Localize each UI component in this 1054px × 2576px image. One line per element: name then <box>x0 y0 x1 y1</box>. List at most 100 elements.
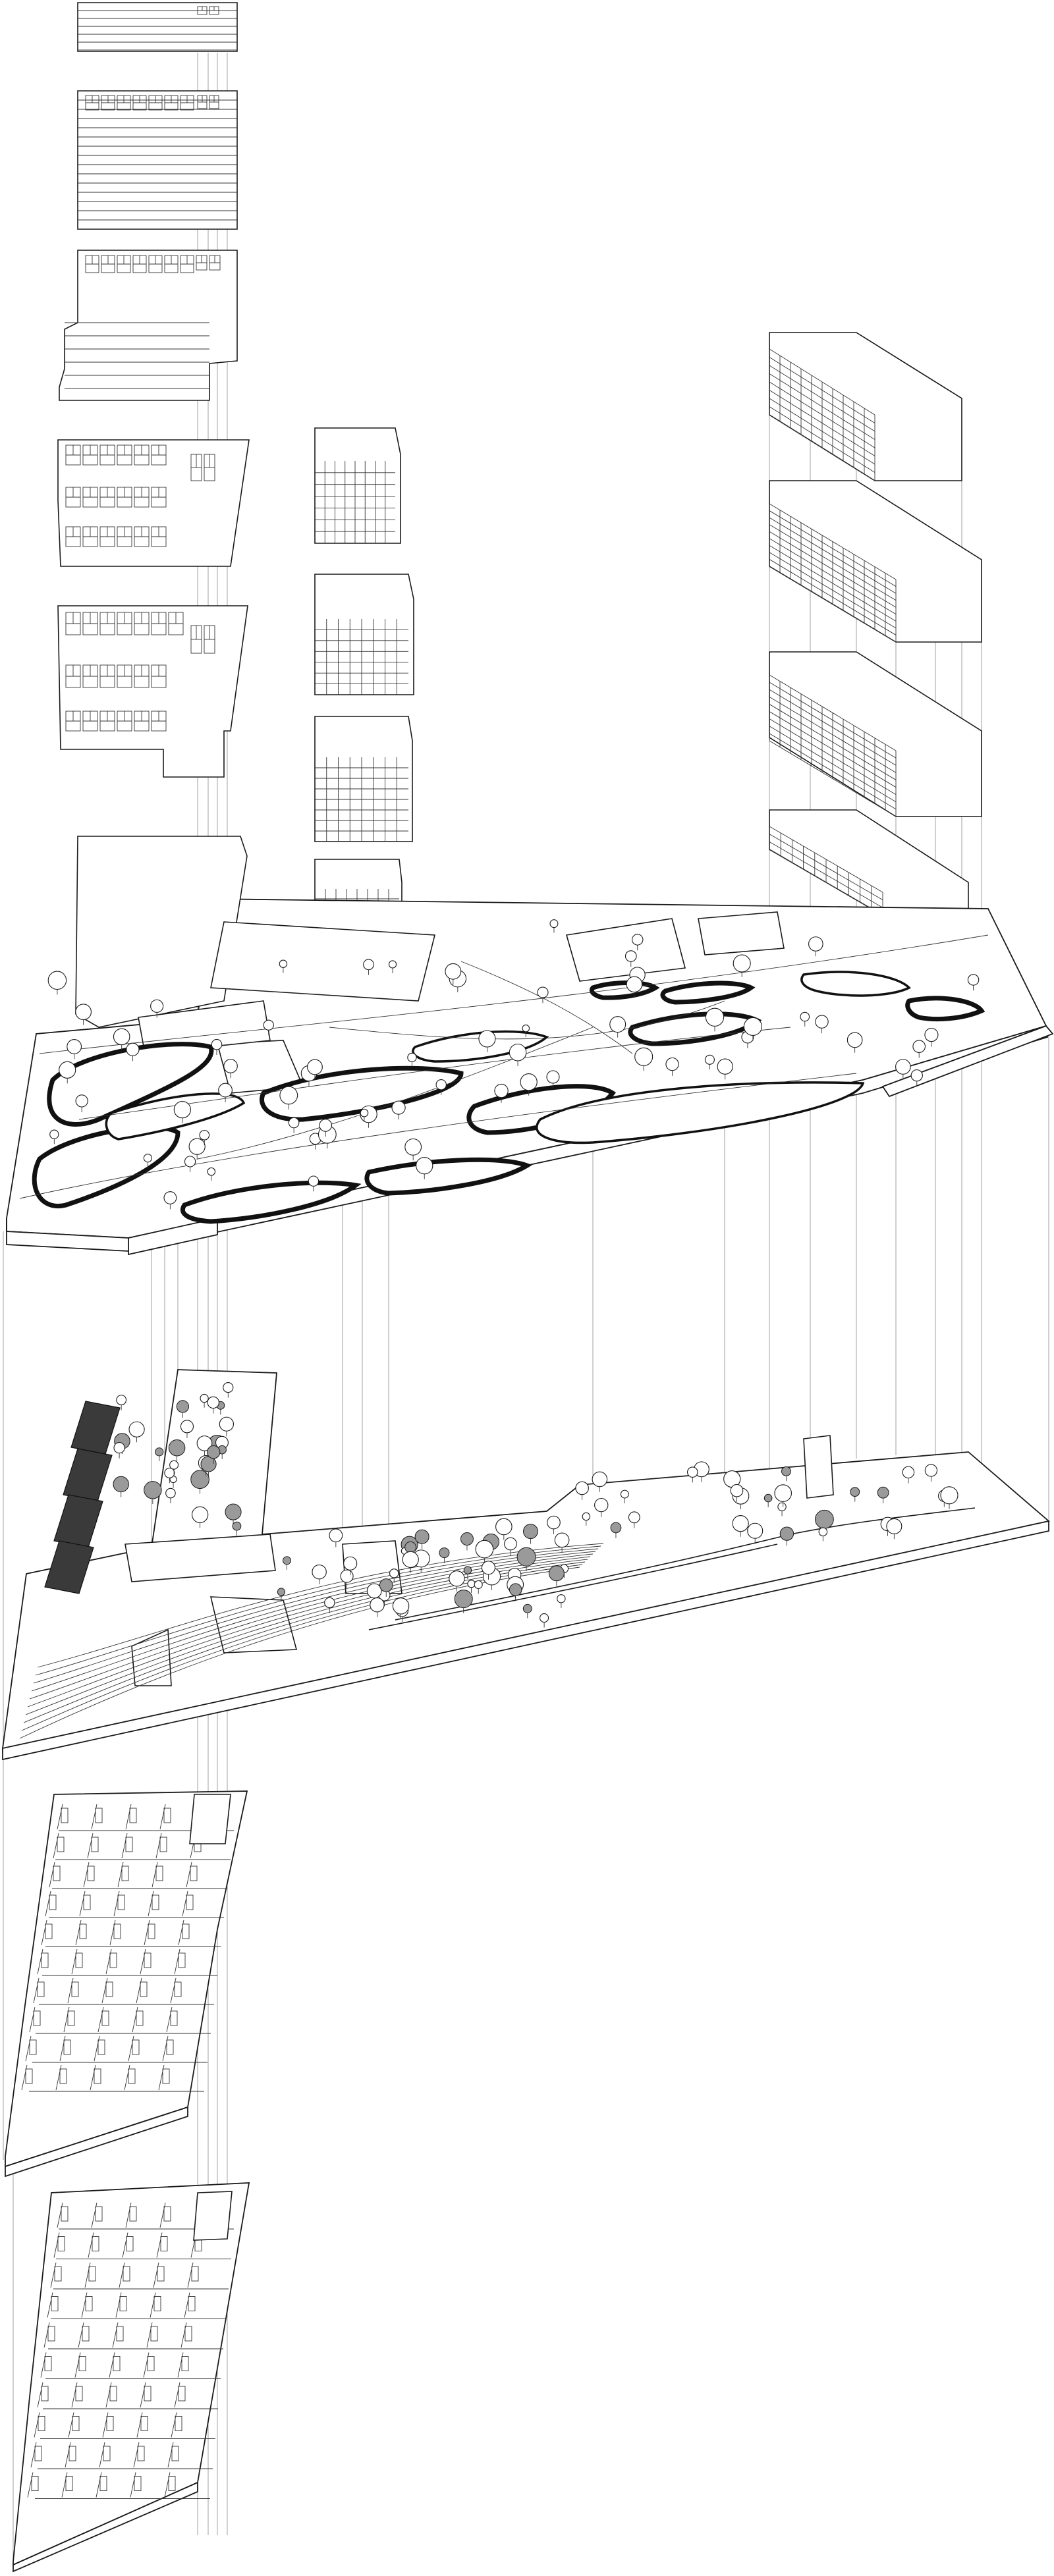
tree <box>449 1570 465 1587</box>
parked-car <box>97 2039 105 2055</box>
facade-floor <box>769 357 875 423</box>
tree <box>128 1421 145 1437</box>
tree <box>460 1532 474 1546</box>
tree <box>717 1058 733 1075</box>
tree <box>730 1484 744 1497</box>
parked-car <box>174 1981 182 1997</box>
parked-car <box>33 2010 41 2026</box>
tree <box>743 1017 762 1036</box>
parked-car <box>95 1808 103 1823</box>
parked-car <box>148 1923 155 1939</box>
parked-car <box>71 1981 79 1997</box>
tree <box>164 1467 175 1478</box>
tree <box>279 959 288 969</box>
parked-car <box>163 2206 171 2222</box>
parked-car <box>186 1894 194 1910</box>
facade-floor <box>769 566 897 643</box>
deck-void-opening <box>180 1180 362 1224</box>
ramp-line <box>37 1543 604 1668</box>
parked-car <box>44 2356 52 2371</box>
tree <box>144 1481 162 1499</box>
tree <box>850 1487 860 1497</box>
parked-car <box>41 1952 49 1968</box>
ground-plaza <box>2 1369 1050 1761</box>
facade-floor <box>769 682 897 759</box>
parked-car <box>166 2039 174 2055</box>
solar-panels <box>44 1401 121 1594</box>
tree <box>49 1129 59 1139</box>
tree <box>143 1154 153 1163</box>
ground-long-pavilion <box>125 1534 276 1582</box>
parked-car <box>61 1808 69 1823</box>
parked-car <box>94 2068 101 2084</box>
tree <box>308 1175 319 1187</box>
deck-pavilion-right <box>565 918 686 982</box>
facade-floor <box>769 740 897 817</box>
tree <box>391 1100 406 1115</box>
tree <box>626 976 643 993</box>
parked-car <box>45 1923 53 1939</box>
deck-void-opening <box>105 1092 246 1140</box>
tree <box>924 1464 938 1477</box>
parked-car <box>178 2386 186 2402</box>
facade-floor <box>769 689 897 766</box>
parked-car <box>103 2446 111 2461</box>
tree <box>223 1059 238 1073</box>
tree <box>67 1039 82 1054</box>
facade-floor <box>769 524 897 601</box>
tree <box>211 1038 223 1050</box>
tower-b-mid-block-2 <box>314 716 413 842</box>
tree <box>494 1083 509 1098</box>
ground-trees <box>113 1382 958 1628</box>
parked-car <box>121 1865 129 1881</box>
tree <box>454 1590 473 1609</box>
deck-void-opening <box>260 1065 464 1122</box>
tree <box>169 1460 179 1470</box>
tower-c-block-4 <box>769 809 969 916</box>
tree <box>392 1597 410 1615</box>
parked-car <box>137 2446 145 2461</box>
tree <box>75 1004 92 1021</box>
facade-floor <box>769 711 897 788</box>
park-deck-paths <box>19 934 989 1199</box>
parked-car <box>105 1981 113 1997</box>
parked-car <box>69 2446 76 2461</box>
parked-car <box>51 2296 59 2311</box>
facade-floor <box>769 841 883 908</box>
tree <box>207 1445 221 1459</box>
tree <box>475 1540 494 1559</box>
parked-car <box>75 2386 83 2402</box>
tree <box>902 1466 915 1479</box>
tree <box>886 1518 902 1534</box>
tree <box>481 1561 496 1575</box>
tower-a-roof-stack <box>77 2 238 52</box>
tree <box>777 1502 787 1512</box>
deck-path <box>39 934 989 1054</box>
facade-floor <box>769 373 875 440</box>
ground-pavilion-center <box>209 1596 298 1653</box>
parked-car <box>53 1865 61 1881</box>
tree <box>200 1393 209 1403</box>
tree <box>113 1476 129 1493</box>
tree <box>732 1515 749 1532</box>
deck-void-opening <box>536 1081 865 1144</box>
parked-car <box>49 1894 57 1910</box>
tree <box>263 1019 274 1031</box>
tree <box>279 1086 298 1105</box>
tree <box>463 1566 472 1574</box>
tree <box>554 1532 570 1548</box>
tree <box>324 1597 335 1609</box>
tree <box>47 971 67 990</box>
deck-long-pavilion <box>138 1000 271 1054</box>
parked-car <box>190 1865 198 1881</box>
tree <box>474 1580 483 1590</box>
tree <box>895 1059 911 1075</box>
tree <box>207 1396 219 1409</box>
tree <box>800 1011 810 1022</box>
tree <box>540 1613 549 1623</box>
tree <box>414 1529 430 1544</box>
parked-car <box>160 2236 168 2251</box>
parked-car <box>152 1894 159 1910</box>
tower-a-l-plan-upper <box>57 439 250 567</box>
